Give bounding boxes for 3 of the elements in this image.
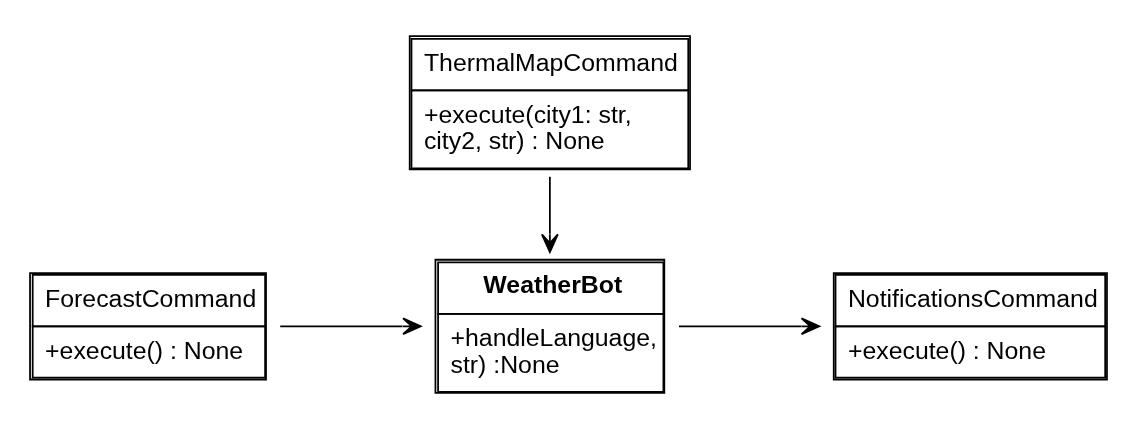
arrow xyxy=(678,317,821,336)
arrow xyxy=(279,317,422,336)
arrow xyxy=(541,175,559,253)
